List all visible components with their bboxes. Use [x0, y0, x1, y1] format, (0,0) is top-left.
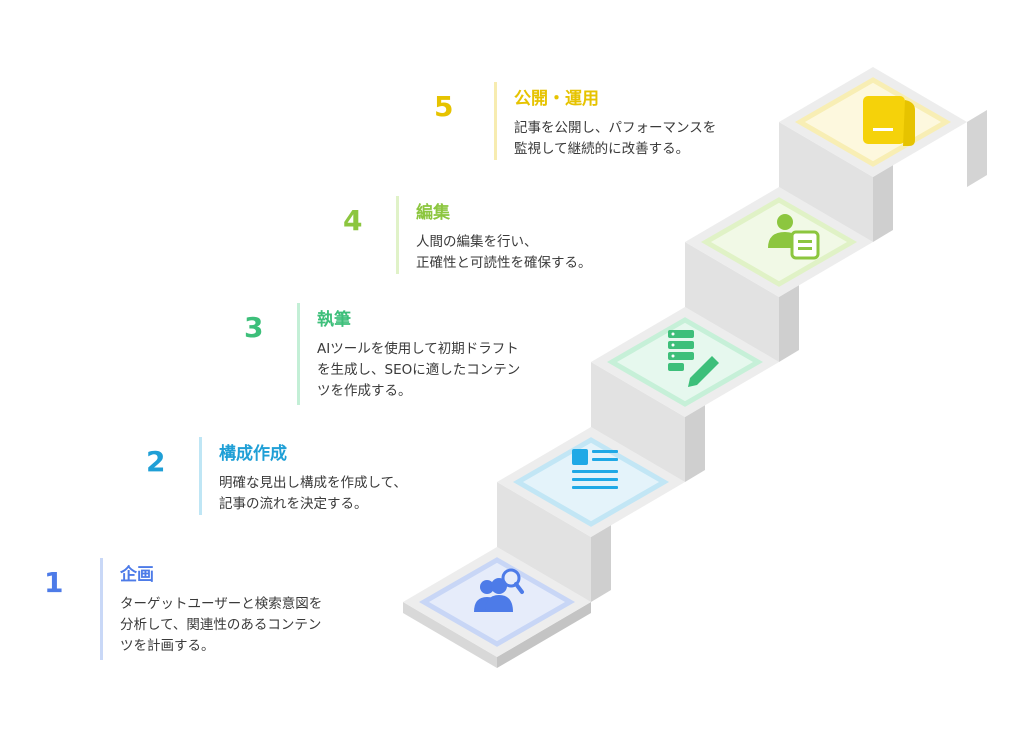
user-editor-icon: [768, 214, 820, 260]
step-divider: [494, 82, 497, 160]
step-description-line: ツを作成する。: [317, 383, 412, 399]
step-divider: [297, 303, 300, 405]
step-title: 公開・運用: [514, 89, 599, 109]
step-description-line: 正確性と可読性を確保する。: [416, 255, 592, 271]
step-title: 執筆: [317, 310, 351, 330]
step-number: 4: [343, 204, 363, 237]
step-divider: [199, 437, 202, 515]
step-description-line: を生成し、SEOに適したコンテン: [317, 362, 521, 378]
step-title: 構成作成: [219, 444, 287, 464]
step-description-line: 記事を公開し、パフォーマンスを: [514, 120, 717, 136]
step-description-line: ツを計画する。: [120, 638, 215, 654]
step-description-line: AIツールを使用して初期ドラフト: [317, 341, 519, 357]
publish-folder-icon: [863, 96, 915, 146]
user-search-icon: [474, 568, 524, 612]
step-title: 編集: [416, 203, 450, 223]
step-title: 企画: [120, 565, 154, 585]
step-description-line: 記事の流れを決定する。: [219, 496, 368, 512]
step-divider: [396, 196, 399, 274]
step-number: 3: [244, 311, 264, 344]
step-description-line: 人間の編集を行い、: [416, 234, 538, 250]
step-description-line: 分析して、関連性のあるコンテン: [120, 617, 322, 633]
step-description-line: 監視して継続的に改善する。: [514, 141, 690, 157]
step-number: 1: [44, 566, 64, 599]
step-description-line: ターゲットユーザーと検索意図を: [120, 596, 323, 612]
outline-document-icon: [572, 449, 618, 489]
step-description-line: 明確な見出し構成を作成して、: [219, 475, 407, 491]
step-divider: [100, 558, 103, 660]
step-number: 5: [434, 90, 454, 123]
server-pencil-icon: [668, 330, 719, 387]
step-number: 2: [146, 445, 166, 478]
